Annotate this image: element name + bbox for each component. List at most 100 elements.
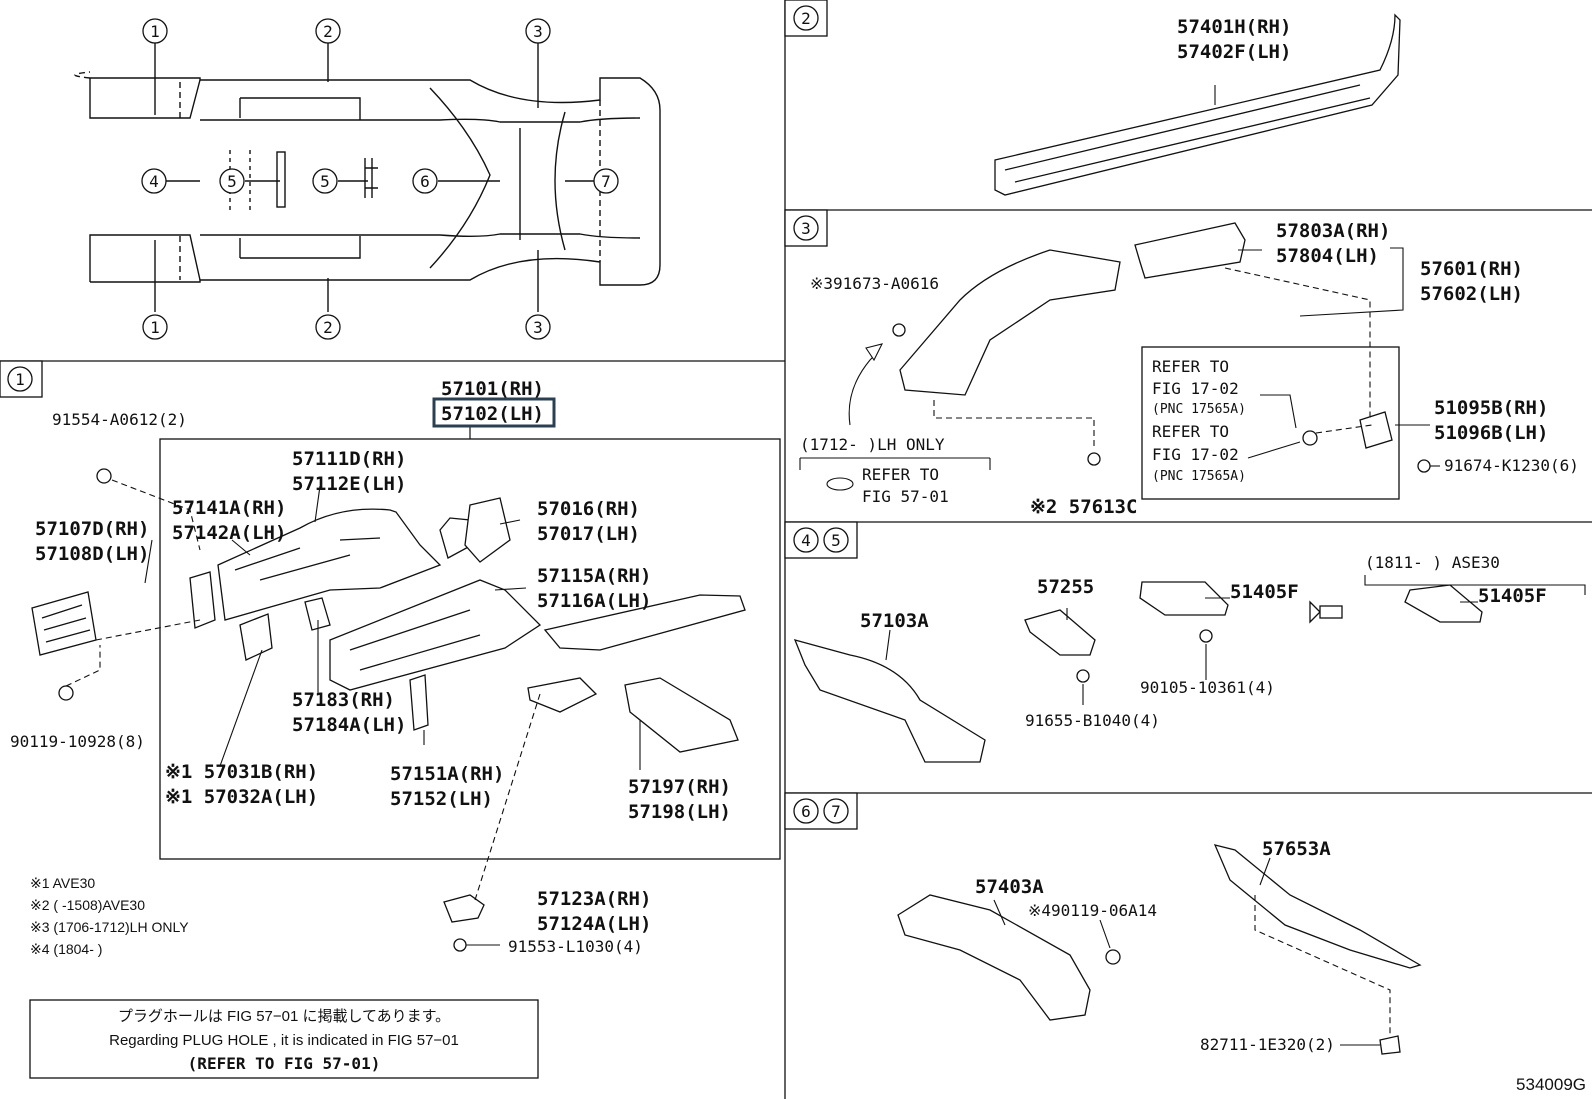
svg-text:5: 5: [831, 531, 841, 550]
part-57141[interactable]: 57141A(RH): [172, 497, 286, 519]
svg-text:1: 1: [150, 318, 160, 337]
part-57116[interactable]: 57116A(LH): [537, 590, 651, 612]
part-57142[interactable]: 57142A(LH): [172, 522, 286, 544]
part-91553[interactable]: 91553-L1030(4): [508, 937, 643, 956]
svg-text:4: 4: [149, 172, 159, 191]
callout-6[interactable]: 6: [412, 168, 438, 194]
callout-3-top[interactable]: 3: [525, 18, 551, 44]
refer-fig-57-01[interactable]: REFER TO FIG 57-01: [826, 465, 949, 506]
part-57124[interactable]: 57124A(LH): [537, 913, 651, 935]
part-57255[interactable]: 57255: [1037, 576, 1094, 598]
plug-note-en: Regarding PLUG HOLE , it is indicated in…: [109, 1032, 459, 1049]
section-1-labels: 57101(RH) 57102(LH) 91554-A0612(2) 57111…: [10, 378, 731, 956]
callout-4[interactable]: 4: [141, 168, 167, 194]
callout-5-right[interactable]: 5: [312, 168, 338, 194]
part-90105[interactable]: 90105-10361(4): [1140, 678, 1275, 697]
section-3-leaders: [799, 247, 1440, 470]
plug-hole-note: プラグホールは FIG 57−01 に掲載してあります。 Regarding P…: [29, 999, 539, 1079]
callout-2-bottom[interactable]: 2: [315, 314, 341, 340]
refer-fig-17-02-b[interactable]: REFER TO FIG 17-02 (PNC 17565A): [1152, 422, 1246, 484]
plug-note-ref[interactable]: (REFER TO FIG 57-01): [188, 1054, 381, 1073]
figure-code: 534009G: [1516, 1075, 1586, 1094]
part-57198[interactable]: 57198(LH): [628, 801, 731, 823]
part-57602[interactable]: 57602(LH): [1420, 283, 1523, 305]
part-57804[interactable]: 57804(LH): [1276, 245, 1379, 267]
section-6-7: 6 7 57653A 57403A ※490119-06A14 82711-1E…: [784, 792, 1422, 1055]
section-3-tag: 3: [784, 209, 828, 247]
part-57197[interactable]: 57197(RH): [628, 776, 731, 798]
svg-text:5: 5: [320, 172, 330, 191]
footnotes: ※1 AVE30 ※2 ( -1508)AVE30 ※3 (1706-1712)…: [30, 875, 189, 957]
part-51095[interactable]: 51095B(RH): [1434, 397, 1548, 419]
svg-text:4: 4: [801, 531, 811, 550]
part-57402[interactable]: 57402F(LH): [1177, 41, 1291, 63]
part-57123[interactable]: 57123A(RH): [537, 888, 651, 910]
part-57108[interactable]: 57108D(LH): [35, 543, 149, 565]
callout-1-bottom[interactable]: 1: [142, 314, 168, 340]
svg-text:FIG 17-02: FIG 17-02: [1152, 379, 1239, 398]
svg-text:FIG 57-01: FIG 57-01: [862, 487, 949, 506]
section-1: 1: [0, 360, 781, 1079]
part-57403[interactable]: 57403A: [975, 876, 1044, 898]
part-57152[interactable]: 57152(LH): [390, 788, 493, 810]
svg-text:FIG 17-02: FIG 17-02: [1152, 445, 1239, 464]
part-57183[interactable]: 57183(RH): [292, 689, 395, 711]
part-57653[interactable]: 57653A: [1262, 838, 1331, 860]
part-57115[interactable]: 57115A(RH): [537, 565, 651, 587]
part-57151[interactable]: 57151A(RH): [390, 763, 504, 785]
svg-text:(PNC 17565A): (PNC 17565A): [1152, 402, 1246, 417]
part-51405f-a[interactable]: 51405F: [1230, 581, 1299, 603]
section-2: 2 57401H(RH) 57402F(LH): [784, 0, 1401, 196]
refer-fig-17-02-a[interactable]: REFER TO FIG 17-02 (PNC 17565A): [1152, 357, 1246, 417]
part-57401[interactable]: 57401H(RH): [1177, 16, 1291, 38]
section-1-leaders: [65, 479, 641, 946]
part-91674[interactable]: 91674-K1230(6): [1444, 456, 1579, 475]
callout-7[interactable]: 7: [593, 168, 619, 194]
callout-5-left[interactable]: 5: [219, 168, 245, 194]
part-57184[interactable]: 57184A(LH): [292, 714, 406, 736]
part-57107[interactable]: 57107D(RH): [35, 518, 149, 540]
part-57111[interactable]: 57111D(RH): [292, 448, 406, 470]
svg-text:7: 7: [831, 802, 841, 821]
part-57601[interactable]: 57601(RH): [1420, 258, 1523, 280]
svg-text:3: 3: [801, 219, 811, 238]
part-57803[interactable]: 57803A(RH): [1276, 220, 1390, 242]
section-4-5-drawings: [793, 581, 1483, 763]
part-90119[interactable]: 90119-10928(8): [10, 732, 145, 751]
part-57017[interactable]: 57017(LH): [537, 523, 640, 545]
part-57031[interactable]: ※1 57031B(RH): [165, 761, 318, 783]
svg-text:REFER TO: REFER TO: [862, 465, 939, 484]
part-57112[interactable]: 57112E(LH): [292, 473, 406, 495]
part-51405f-b[interactable]: 51405F: [1478, 585, 1547, 607]
svg-text:57102(LH): 57102(LH): [441, 403, 544, 425]
svg-text:6: 6: [420, 172, 430, 191]
callout-3-bottom[interactable]: 3: [525, 314, 551, 340]
part-57103[interactable]: 57103A: [860, 610, 929, 632]
callout-2-top[interactable]: 2: [315, 18, 341, 44]
part-57032[interactable]: ※1 57032A(LH): [165, 786, 318, 808]
note-1: ※1 AVE30: [30, 875, 95, 891]
part-51096[interactable]: 51096B(LH): [1434, 422, 1548, 444]
plug-note-jp: プラグホールは FIG 57−01 に掲載してあります。: [118, 1008, 450, 1025]
part-82711[interactable]: 82711-1E320(2): [1200, 1035, 1335, 1054]
svg-text:3: 3: [533, 318, 543, 337]
svg-text:7: 7: [601, 172, 611, 191]
section-1-tag: 1: [0, 360, 43, 398]
part-91655[interactable]: 91655-B1040(4): [1025, 711, 1160, 730]
part-57101[interactable]: 57101(RH): [441, 378, 544, 400]
svg-text:6: 6: [801, 802, 811, 821]
part-57102-highlighted[interactable]: 57102(LH): [432, 397, 556, 428]
part-91554[interactable]: 91554-A0612(2): [52, 410, 187, 429]
note-4: ※4 (1804- ): [30, 941, 102, 957]
part-57613[interactable]: ※2 57613C: [1030, 496, 1137, 518]
svg-text:REFER TO: REFER TO: [1152, 357, 1229, 376]
part-490119[interactable]: ※490119-06A14: [1028, 901, 1157, 920]
part-391673[interactable]: ※391673-A0616: [810, 274, 939, 293]
refer-box: [1141, 346, 1400, 500]
callout-1-top[interactable]: 1: [142, 18, 168, 44]
part-57016[interactable]: 57016(RH): [537, 498, 640, 520]
rocker-panel-drawing: [994, 13, 1401, 196]
rear-side-member-drawing: [892, 222, 1431, 473]
